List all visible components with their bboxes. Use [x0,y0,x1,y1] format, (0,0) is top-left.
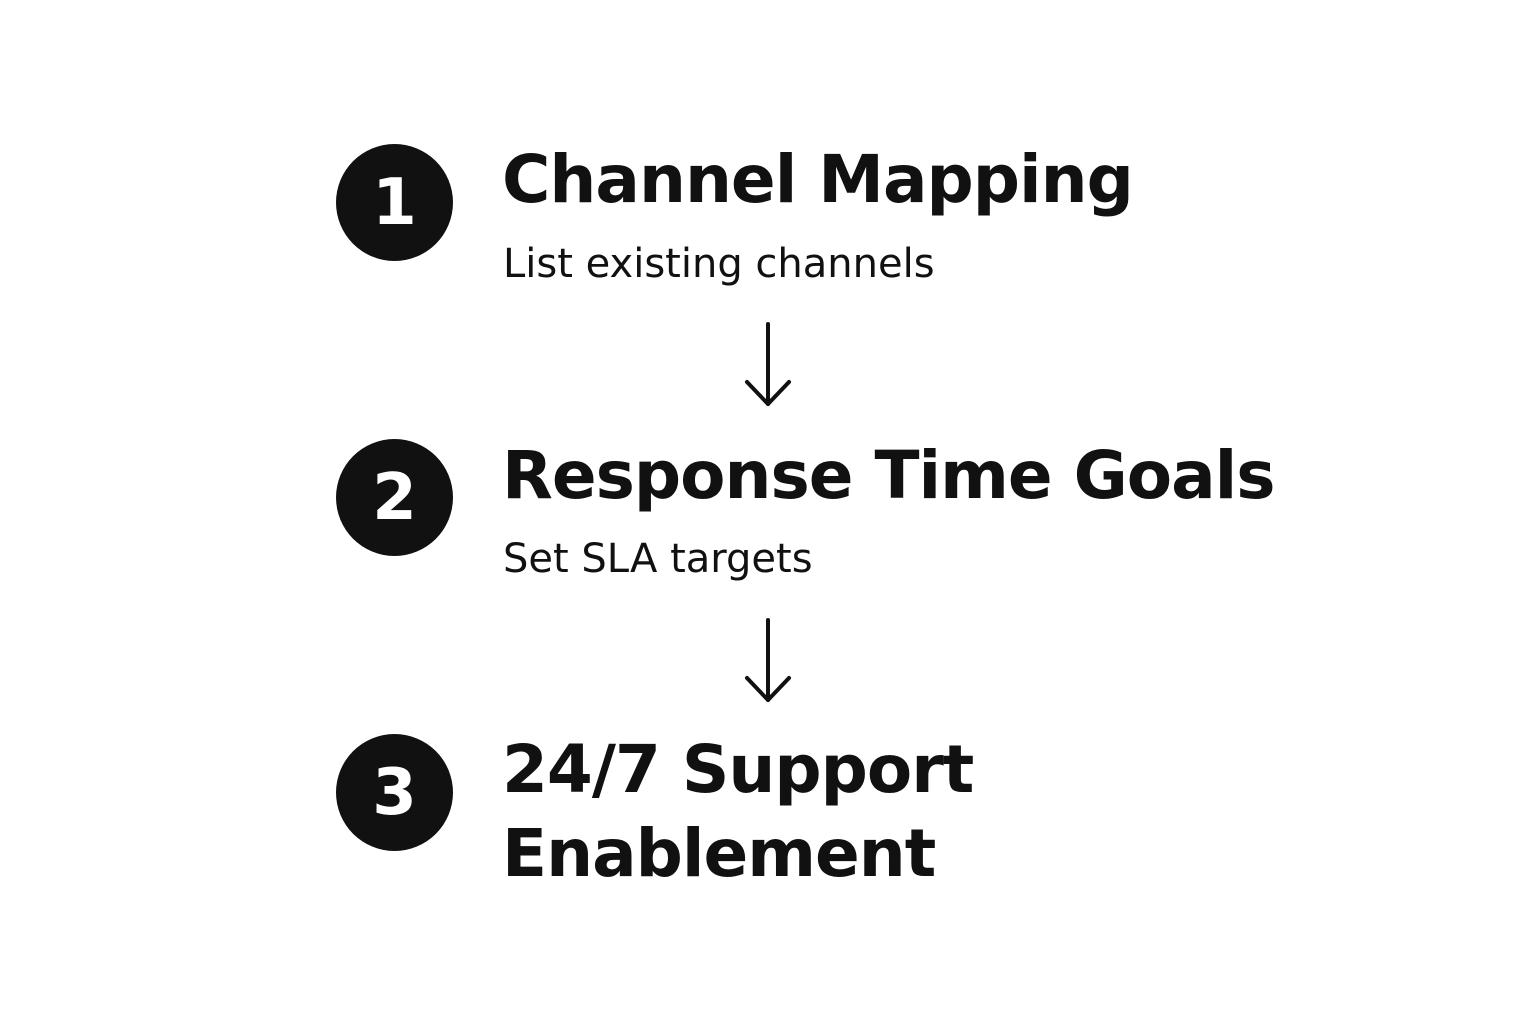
step-3-title-line-1: 24/7 Support [502,731,974,808]
step-2-description: Set SLA targets [503,536,813,582]
step-2-number-badge: 2 [336,439,453,556]
step-2-title: Response Time Goals [502,437,1276,514]
step-3-number-badge: 3 [336,734,453,851]
step-1-title: Channel Mapping [502,141,1134,218]
step-1-number-badge: 1 [336,144,453,261]
step-2-number: 2 [372,460,417,535]
arrow-down-icon [745,618,791,702]
arrow-down-icon [745,322,791,406]
step-3-number: 3 [372,755,417,830]
step-1-number: 1 [372,165,417,240]
step-1-description: List existing channels [503,241,935,287]
step-3-title-line-2: Enablement [502,815,936,892]
